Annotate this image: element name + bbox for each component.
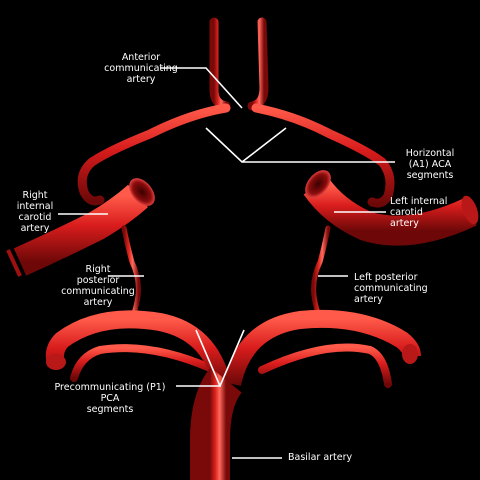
label-right-internal-carotid-artery: Right internal carotid artery xyxy=(16,190,54,234)
label-left-posterior-communicating-artery: Left posterior communicating artery xyxy=(354,272,428,305)
left-aca-vessel xyxy=(209,17,231,111)
right-a1-vessel xyxy=(77,103,231,206)
left-ica-vessel xyxy=(303,177,477,246)
right-aca-vessel xyxy=(247,17,269,111)
left-sca-vessel xyxy=(258,343,392,388)
right-ica-lumen xyxy=(129,178,155,206)
leader-a1 xyxy=(205,127,395,164)
leader-lines xyxy=(58,67,395,459)
leader-acomm xyxy=(160,67,243,109)
label-left-internal-carotid-artery: Left internal carotid artery xyxy=(390,196,448,229)
basilar-vessel xyxy=(190,367,243,480)
label-right-posterior-communicating-artery: Right posterior communicating artery xyxy=(61,264,135,308)
right-pcomm-vessel xyxy=(121,225,141,321)
left-pcomm-vessel xyxy=(311,225,331,321)
label-basilar-artery: Basilar artery xyxy=(288,452,353,463)
right-sca-vessel xyxy=(70,344,214,382)
label-anterior-communicating-artery: Anterior communicating artery xyxy=(104,52,178,85)
leader-p1 xyxy=(176,329,245,387)
label-p1-pca-segments: Precommunicating (P1) PCA segments xyxy=(54,382,166,415)
label-horizontal-a1-aca-segments: Horizontal (A1) ACA segments xyxy=(405,148,455,181)
right-ica-vessel xyxy=(13,184,148,276)
left-ica-lumen xyxy=(305,170,331,198)
